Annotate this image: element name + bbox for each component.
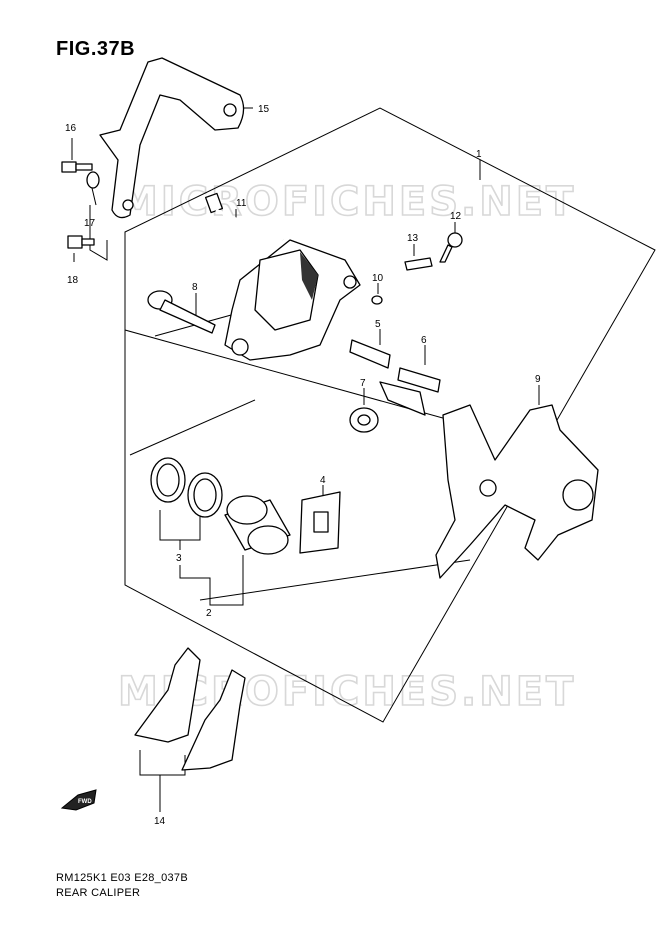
part-17-washer	[86, 171, 100, 189]
callout-16: 16	[65, 123, 77, 134]
callout-3: 3	[176, 553, 182, 564]
forward-arrow-icon	[60, 789, 97, 811]
callout-13: 13	[407, 233, 419, 244]
callout-17: 17	[84, 218, 96, 229]
part-3-piston-seals	[150, 457, 223, 518]
callout-12: 12	[450, 211, 462, 222]
callout-10: 10	[372, 273, 384, 284]
forward-badge-label: FWD	[78, 799, 92, 805]
part-14-brake-pads	[134, 647, 246, 771]
part-7-boot	[349, 407, 379, 433]
part-8-slide-pin	[147, 290, 216, 334]
diagram-name-caption: REAR CALIPER	[56, 887, 141, 899]
callout-8: 8	[192, 282, 198, 293]
part-10-ring	[371, 295, 383, 305]
diagram-code-caption: RM125K1 E03 E28_037B	[56, 872, 188, 884]
forward-direction-badge: FWD	[60, 789, 97, 811]
part-9-caliper-bracket	[435, 404, 599, 579]
callout-11: 11	[236, 198, 247, 209]
part-11-pin	[204, 192, 284, 242]
callout-9: 9	[535, 374, 541, 385]
part-12-bleeder-cap	[439, 232, 463, 263]
callout-2: 2	[206, 608, 212, 619]
part-15-bracket	[99, 57, 245, 219]
part-1-caliper-body	[224, 239, 361, 361]
part-4-pad-spring	[299, 491, 341, 554]
callout-1: 1	[476, 149, 482, 160]
callout-6: 6	[421, 335, 427, 346]
watermark-text-top: MICROFICHES.NET	[118, 179, 576, 225]
part-6-pin	[397, 367, 441, 393]
callout-labels: 1 2 3 4 5 6 7 8 9 10 11 12 13 14 15 16 1…	[65, 104, 541, 827]
part-18-bolt	[67, 235, 95, 249]
callout-14: 14	[154, 816, 166, 827]
callout-15: 15	[258, 104, 270, 115]
callout-7: 7	[360, 378, 366, 389]
part-2-piston	[224, 495, 291, 555]
pad-spring	[379, 381, 426, 416]
callout-5: 5	[375, 319, 381, 330]
part-13-bleeder	[404, 257, 433, 271]
part-16-bolt	[61, 161, 93, 173]
part-5-pin	[349, 339, 391, 369]
callout-4: 4	[320, 475, 326, 486]
callout-18: 18	[67, 275, 79, 286]
figure-title: FIG.37B	[56, 38, 136, 60]
